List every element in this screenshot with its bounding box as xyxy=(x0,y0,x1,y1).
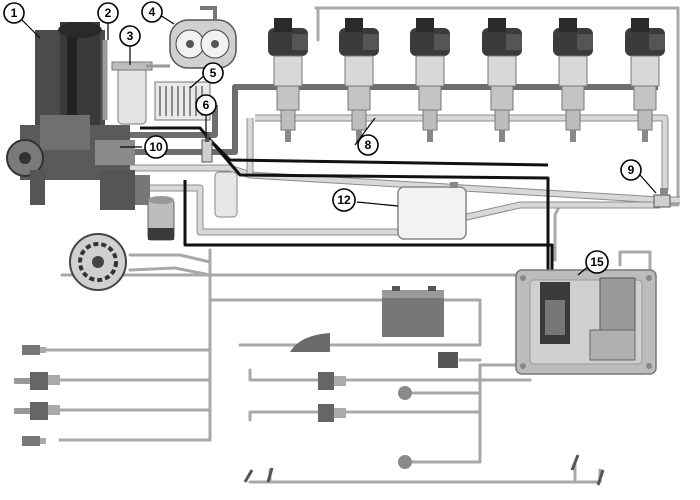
callout-4: 4 xyxy=(141,1,163,23)
fuel-injector-icon xyxy=(482,18,522,142)
callout-3: 3 xyxy=(119,25,141,47)
injectors xyxy=(268,18,665,142)
oil-filter-icon xyxy=(111,61,170,125)
svg-text:15: 15 xyxy=(590,255,604,269)
battery-icon xyxy=(382,286,444,337)
svg-text:10: 10 xyxy=(149,140,163,154)
fuel-injector-icon xyxy=(339,18,379,142)
toggle-switch-icon xyxy=(266,467,274,483)
callout-8: 8 xyxy=(357,134,379,156)
svg-text:1: 1 xyxy=(11,6,18,20)
callout-2: 2 xyxy=(97,2,119,24)
fuel-injector-icon xyxy=(268,18,308,142)
fuel-filter-icon xyxy=(147,196,175,241)
toggle-switch-icon xyxy=(243,469,254,483)
svg-text:2: 2 xyxy=(105,6,112,20)
callout-15: 15 xyxy=(585,250,609,274)
svg-text:8: 8 xyxy=(365,138,372,152)
svg-text:3: 3 xyxy=(127,29,134,43)
signal-wires xyxy=(140,126,554,290)
svg-text:9: 9 xyxy=(628,163,635,177)
lamp-icon xyxy=(398,386,412,400)
oil-pressure-sensor-icon xyxy=(201,132,213,163)
callout-1: 1 xyxy=(3,2,25,24)
lamp-icon xyxy=(398,455,412,469)
alternator-icon xyxy=(69,233,127,291)
callout-5: 5 xyxy=(202,62,224,84)
engine-block-icon xyxy=(6,22,150,210)
high-pressure-rail xyxy=(120,84,658,155)
callout-9: 9 xyxy=(620,159,642,181)
sensor-connector-icon xyxy=(22,345,46,355)
svg-text:12: 12 xyxy=(337,193,351,207)
sensor-connector-icon xyxy=(318,372,346,390)
sensor-connector-icon xyxy=(14,402,60,420)
callout-10: 10 xyxy=(144,135,168,159)
svg-text:6: 6 xyxy=(203,98,210,112)
callout-12: 12 xyxy=(332,188,356,212)
fuel-injector-icon xyxy=(625,18,665,142)
callouts: 1 2 3 4 5 6 8 9 10 12 15 xyxy=(3,1,657,276)
sensor-connector-icon xyxy=(14,372,60,390)
toggle-switch-icon xyxy=(570,454,580,471)
callout-6: 6 xyxy=(195,94,217,116)
toggle-switch-icon xyxy=(596,469,605,486)
fuel-injector-icon xyxy=(553,18,593,142)
relay-icon xyxy=(438,352,458,368)
sensor-connector-icon xyxy=(318,404,346,422)
accelerator-pedal-sensor-icon xyxy=(290,333,330,352)
oil-pump-icon xyxy=(169,6,237,69)
pressure-regulator-icon xyxy=(214,171,238,218)
fuel-tank-icon xyxy=(397,182,467,240)
svg-text:5: 5 xyxy=(210,66,217,80)
sensor-connector-icon xyxy=(22,436,46,446)
svg-text:4: 4 xyxy=(149,5,156,19)
ecm-module-icon xyxy=(515,269,657,375)
fuel-pressure-regulator-icon xyxy=(653,188,671,208)
fuel-injector-icon xyxy=(410,18,450,142)
